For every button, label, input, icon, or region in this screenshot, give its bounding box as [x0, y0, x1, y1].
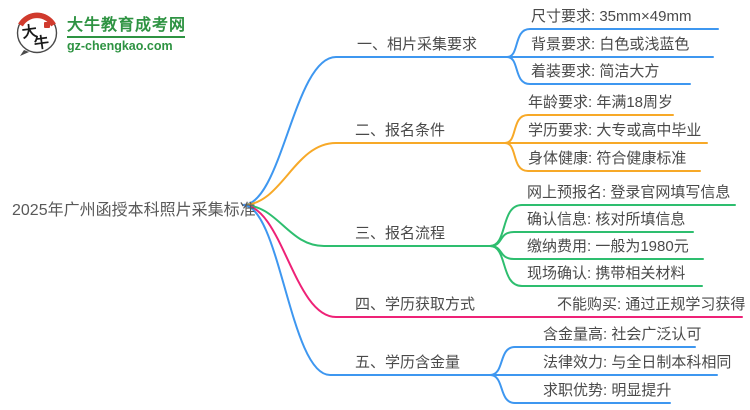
branch-2-leaf-line-3 [504, 142, 701, 172]
branch-3-label: 三、报名流程 [355, 225, 446, 242]
logo-title: 大牛教育成考网 [67, 16, 187, 34]
leaf-node: 确认信息: 核对所填信息 [527, 211, 686, 228]
leaf-node: 求职优势: 明显提升 [543, 382, 672, 399]
logo-divider [67, 35, 185, 38]
leaf-node: 年龄要求: 年满18周岁 [528, 94, 674, 111]
logo-text-block: 大牛教育成考网 gz-chengkao.com [67, 16, 186, 53]
branch-2-trunk-line [242, 142, 506, 206]
branch-1-trunk-line [242, 56, 508, 206]
logo-domain: gz-chengkao.com [67, 38, 173, 53]
leaf-node: 缴纳费用: 一般为1980元 [527, 238, 689, 255]
leaf-node: 身体健康: 符合健康标准 [528, 150, 687, 167]
branch-1-leaf-line-3 [506, 56, 691, 85]
branch-5-leaf-line-1 [489, 346, 696, 376]
leaf-node: 着装要求: 简洁大方 [531, 63, 660, 80]
central-topic: 2025年广州函授本科照片采集标准 [12, 202, 256, 219]
branch-1-leaf-line-1 [506, 28, 719, 58]
branch-2-label: 二、报名条件 [355, 122, 446, 139]
site-logo: 大 牛 大牛教育成考网 gz-chengkao.com [14, 10, 186, 58]
leaf-node: 不能购买: 通过正规学习获得 [557, 296, 746, 313]
branch-5-trunk-line [242, 204, 491, 376]
branch-5-label: 五、学历含金量 [355, 354, 461, 371]
branch-1-label: 一、相片采集要求 [357, 36, 478, 53]
branch-4-label: 四、学历获取方式 [355, 296, 476, 313]
branch-3-trunk-line [242, 204, 491, 247]
leaf-node: 法律效力: 与全日制本科相同 [543, 354, 732, 371]
branch-2-leaf-line-1 [504, 114, 674, 144]
svg-text:牛: 牛 [33, 33, 50, 53]
branch-4-line [242, 204, 743, 318]
branch-5-leaf-line-3 [489, 374, 671, 404]
leaf-node: 含金量高: 社会广泛认可 [543, 326, 702, 343]
leaf-node: 网上预报名: 登录官网填写信息 [527, 184, 731, 201]
svg-text:大: 大 [21, 22, 38, 42]
leaf-node: 背景要求: 白色或浅蓝色 [531, 36, 690, 53]
daniu-bubble-icon: 大 牛 [16, 12, 58, 56]
branch-3-leaf-line-4 [489, 245, 703, 287]
leaf-node: 现场确认: 携带相关材料 [527, 265, 686, 282]
leaf-node: 学历要求: 大专或高中毕业 [528, 122, 702, 139]
leaf-node: 尺寸要求: 35mm×49mm [531, 8, 692, 25]
